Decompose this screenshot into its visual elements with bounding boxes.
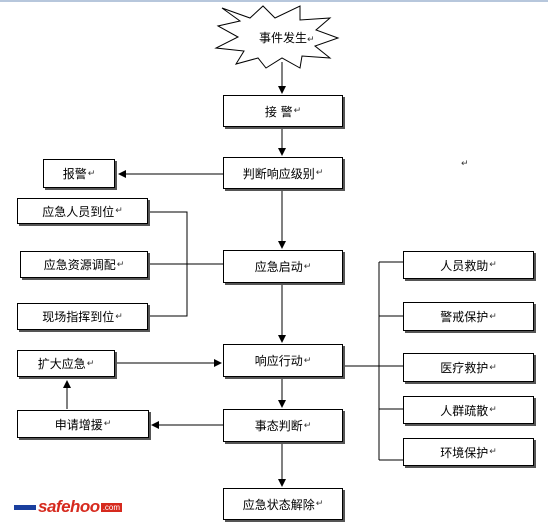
node-situation-judgment: 事态判断↵ <box>223 409 343 442</box>
node-resource-allocation: 应急资源调配↵ <box>20 251 148 278</box>
node-medical-aid: 医疗救护↵ <box>403 353 534 382</box>
node-report-alarm: 报警↵ <box>43 159 115 188</box>
node-request-reinforcement: 申请增援↵ <box>17 410 149 438</box>
node-rescue-personnel: 人员救助↵ <box>403 251 534 279</box>
node-environment-protection: 环境保护↵ <box>403 438 534 466</box>
stray-return-mark: ↵ <box>461 159 469 169</box>
node-cordon-protection: 警戒保护↵ <box>403 302 534 331</box>
node-emergency-start: 应急启动↵ <box>223 250 343 283</box>
node-crowd-evacuation: 人群疏散↵ <box>403 396 534 424</box>
event-starburst-shape <box>214 5 340 69</box>
event-occurred-label: 事件发生↵ <box>259 31 315 45</box>
top-border-line <box>0 0 548 2</box>
safehoo-watermark-logo: safehoo.com <box>14 497 123 517</box>
node-emergency-lifted: 应急状态解除↵ <box>223 488 343 520</box>
node-response-action: 响应行动↵ <box>223 344 343 377</box>
logo-bar-icon <box>14 505 36 511</box>
node-personnel-in-place: 应急人员到位↵ <box>17 198 148 224</box>
node-onsite-command: 现场指挥到位↵ <box>17 303 148 330</box>
node-expand-emergency: 扩大应急↵ <box>17 350 115 377</box>
node-receive-alarm: 接 警↵ <box>223 95 343 127</box>
node-judge-response-level: 判断响应级别↵ <box>223 157 343 189</box>
